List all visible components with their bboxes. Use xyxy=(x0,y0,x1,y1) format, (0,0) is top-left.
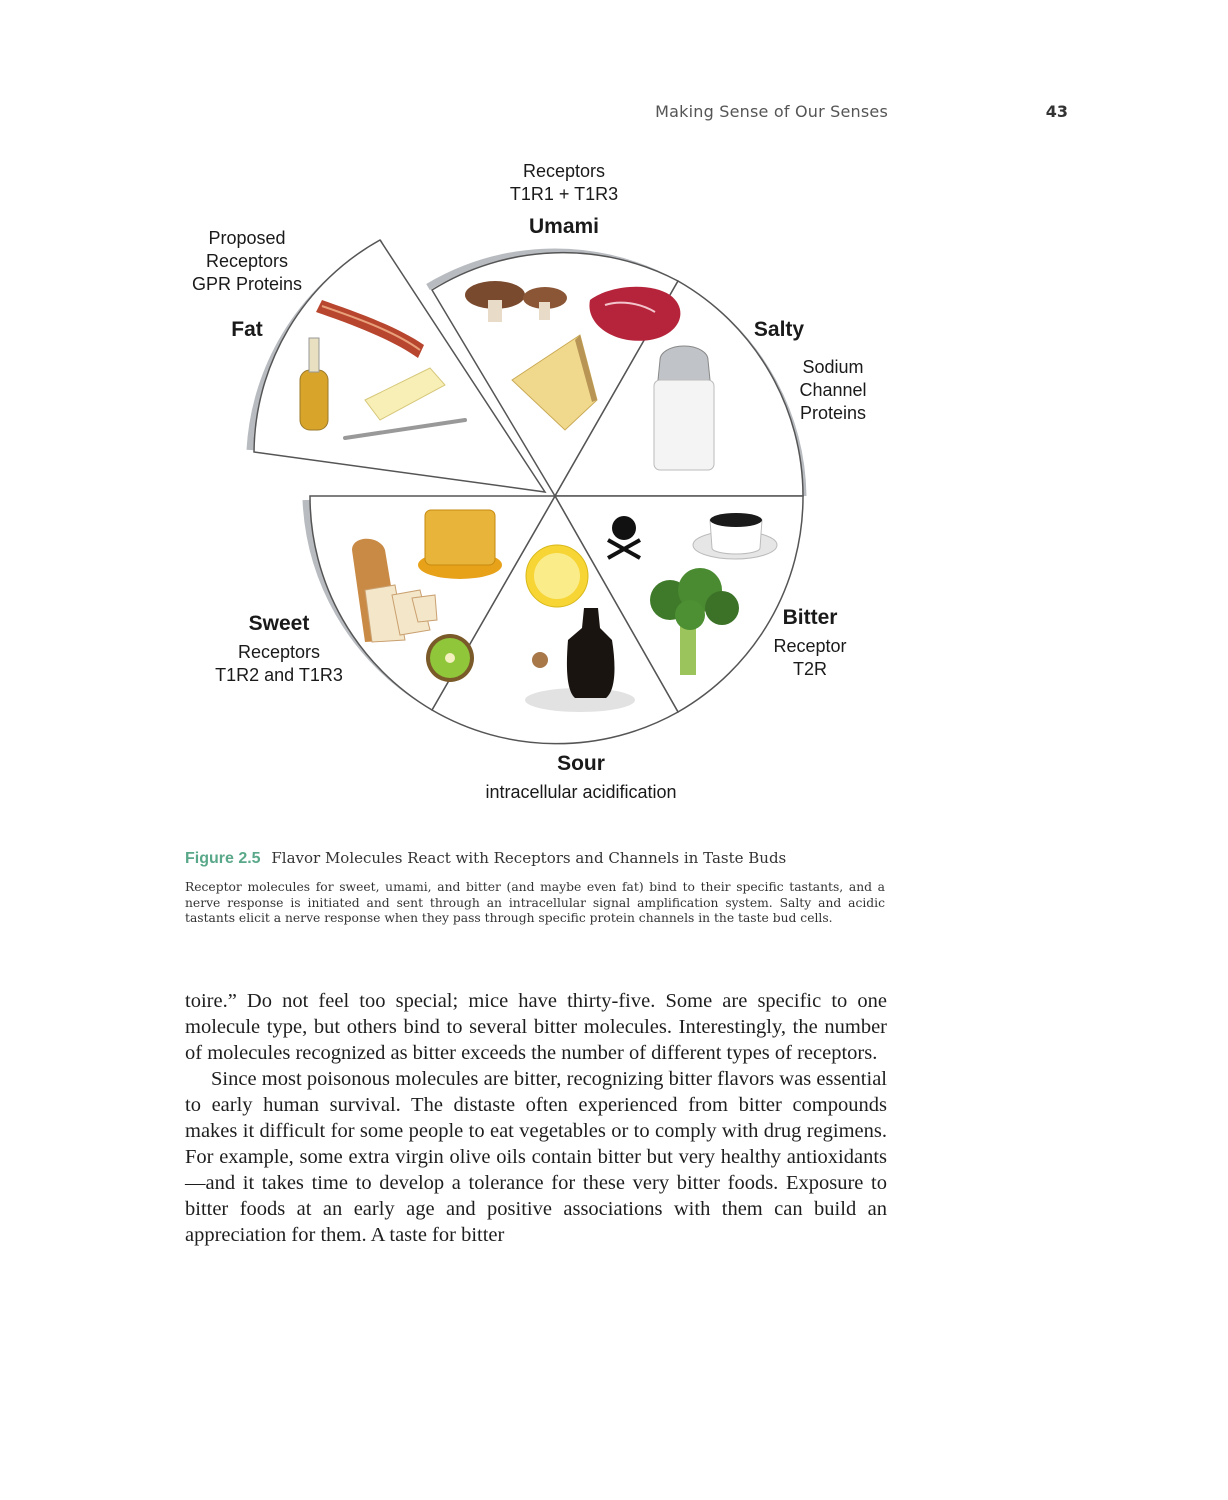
salty-label: Salty xyxy=(740,317,818,343)
caption-body: Receptor molecules for sweet, umami, and… xyxy=(185,880,885,925)
taste-wheel-illustration xyxy=(246,239,807,745)
honeycomb-icon xyxy=(418,509,502,579)
caption-title-line: Figure 2.5 Flavor Molecules React with R… xyxy=(185,849,885,868)
taste-wheel-figure: Receptors T1R1 + T1R3 Umami Proposed Rec… xyxy=(172,160,888,804)
fat-line2: Receptors xyxy=(205,251,289,271)
lemon-icon xyxy=(525,544,589,608)
steak-icon xyxy=(589,286,681,341)
umami-label: Receptors T1R1 + T1R3 Umami xyxy=(484,160,644,240)
salt-shaker-icon xyxy=(653,345,715,471)
bitter-name: Bitter xyxy=(782,606,838,629)
sour-segment xyxy=(430,494,680,745)
coffee-cup-icon xyxy=(692,513,778,560)
fat-label: Fat xyxy=(207,317,287,343)
fat-name: Fat xyxy=(231,318,263,341)
umami-receptor-ids: T1R1 + T1R3 xyxy=(509,184,619,204)
bitter-line2: T2R xyxy=(792,659,827,679)
umami-name: Umami xyxy=(528,215,600,238)
fat-line3: GPR Proteins xyxy=(191,274,303,294)
salty-line3: Proteins xyxy=(799,403,867,423)
salty-line2: Channel xyxy=(799,380,867,400)
oil-cruet-icon xyxy=(299,337,329,431)
salty-channel-label: Sodium Channel Proteins xyxy=(778,356,888,425)
fat-line1: Proposed xyxy=(208,228,286,248)
salty-line1: Sodium xyxy=(802,357,864,377)
fat-proposed-label: Proposed Receptors GPR Proteins xyxy=(172,227,322,296)
sweet-line2: T1R2 and T1R3 xyxy=(215,665,343,685)
mushroom-icon xyxy=(465,281,567,322)
butter-icon xyxy=(343,367,467,440)
running-head: Making Sense of Our Senses xyxy=(655,102,888,121)
sweet-name: Sweet xyxy=(248,612,310,635)
sour-line1: intracellular acidification xyxy=(485,782,677,802)
parmesan-icon xyxy=(511,334,598,431)
body-text: toire.” Do not feel too special; mice ha… xyxy=(185,988,887,1248)
bitter-line1: Receptor xyxy=(773,636,847,656)
sweet-label: Sweet Receptors T1R2 and T1R3 xyxy=(194,611,364,687)
bread-icon xyxy=(352,538,438,643)
salty-name: Salty xyxy=(753,318,805,341)
sweet-line1: Receptors xyxy=(237,642,321,662)
broccoli-icon xyxy=(650,568,739,675)
kiwi-icon xyxy=(426,634,474,682)
sour-label: Sour intracellular acidification xyxy=(460,751,702,804)
figure-caption: Figure 2.5 Flavor Molecules React with R… xyxy=(185,849,885,927)
page-number: 43 xyxy=(1045,102,1068,121)
bacon-icon xyxy=(316,300,424,358)
skull-crossbones-icon xyxy=(607,516,641,560)
figure-number: Figure 2.5 xyxy=(185,850,261,867)
bitter-label: Bitter Receptor T2R xyxy=(755,605,865,681)
paragraph-2: Since most poisonous molecules are bitte… xyxy=(185,1068,887,1246)
vinegar-bottle-icon xyxy=(525,608,635,712)
umami-receptors-text: Receptors xyxy=(522,161,606,181)
caption-title: Flavor Molecules React with Receptors an… xyxy=(271,849,787,867)
paragraph-1: toire.” Do not feel too special; mice ha… xyxy=(185,990,887,1064)
sour-name: Sour xyxy=(557,752,605,775)
